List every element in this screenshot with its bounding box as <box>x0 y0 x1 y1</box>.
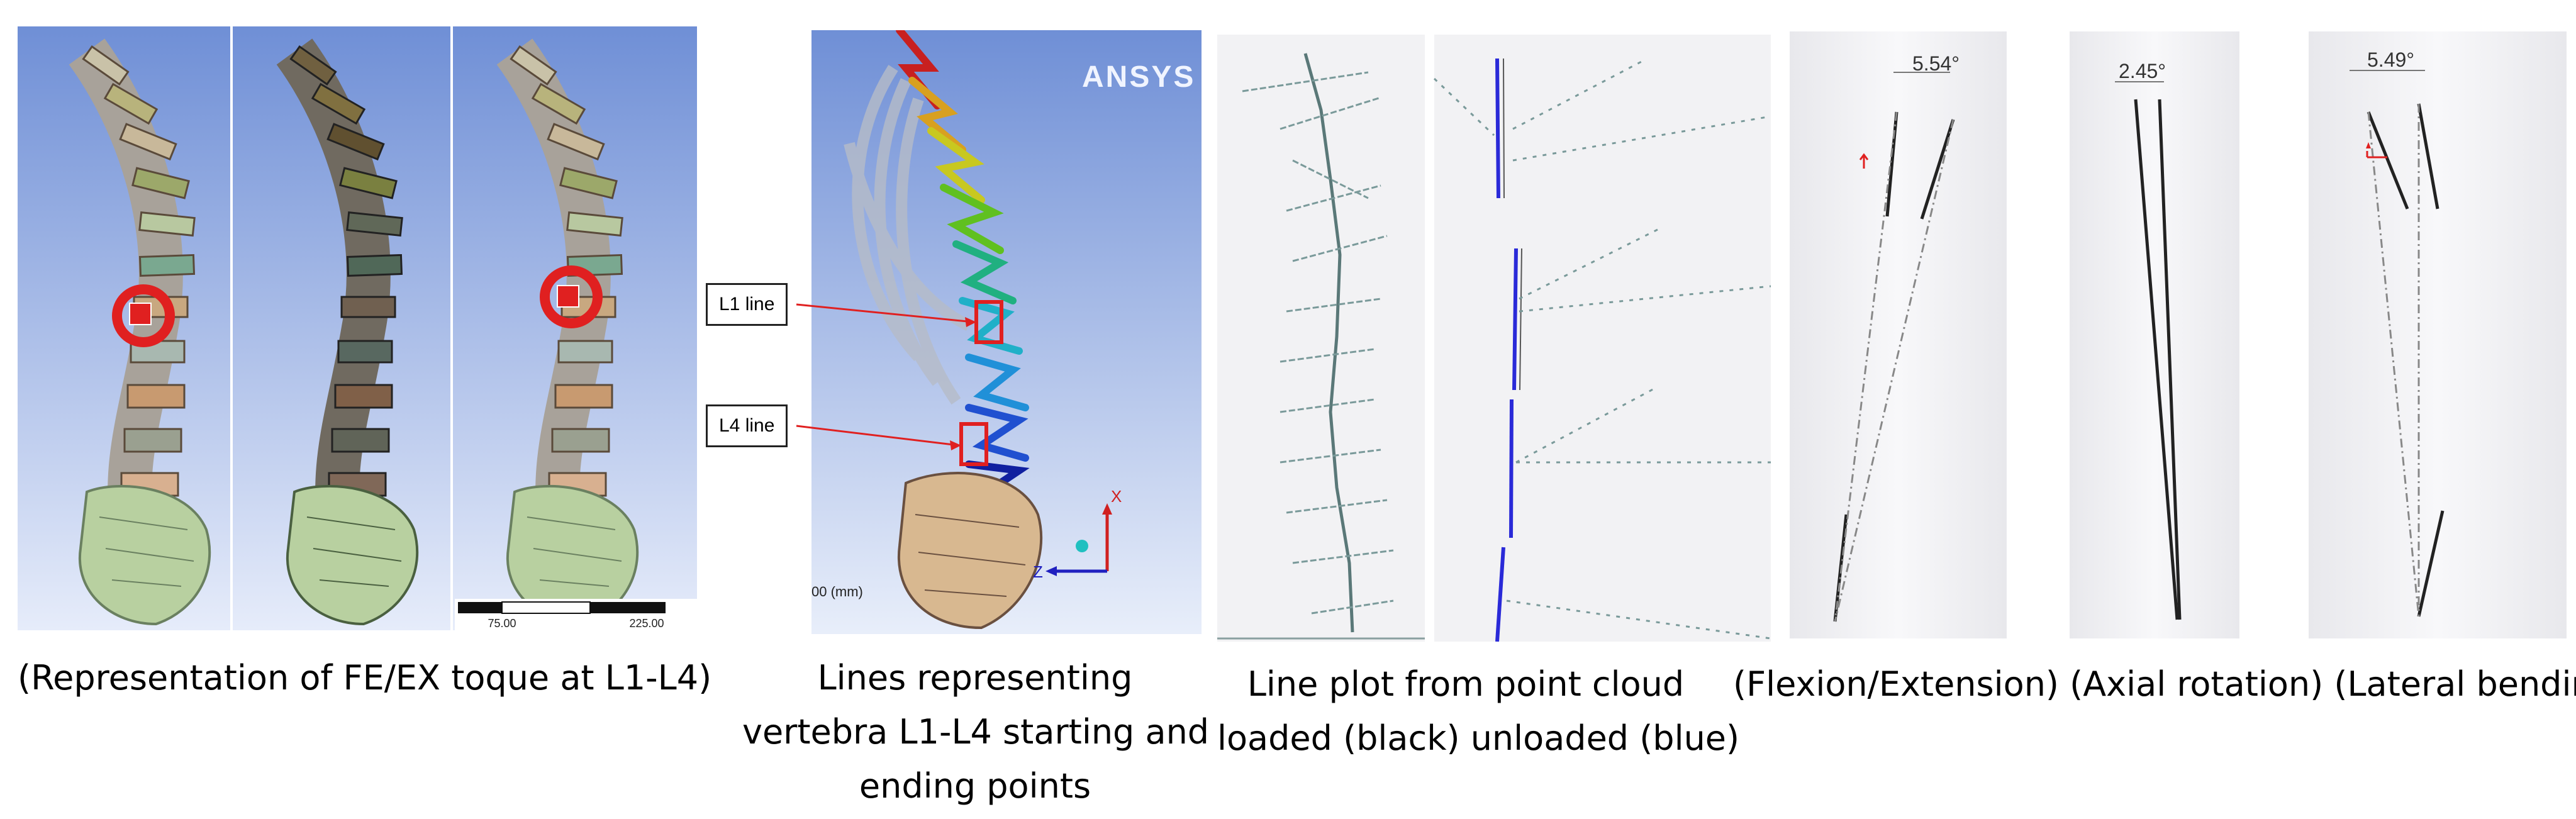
axis-z-label: Z <box>1033 562 1043 581</box>
scale-bar-right-label: 225.00 <box>629 617 664 630</box>
caption-line-plot-line2: loaded (black) unloaded (blue) <box>1217 718 1740 758</box>
scale-bar: 75.00 225.00 <box>455 599 697 630</box>
caption-fe-ex-torque: (Representation of FE/EX toque at L1-L4) <box>18 651 711 705</box>
caption-motion-types-text: (Flexion/Extension) (Axial rotation) (La… <box>1733 664 2576 704</box>
scale-bar-left-label: 75.00 <box>488 617 516 630</box>
flexion-extension-plot: 5.54° <box>1833 52 1960 622</box>
spine-models-panel: 75.00 225.00 <box>18 26 697 630</box>
spine-model-2 <box>276 38 419 626</box>
motion-plots-figure: 5.54° 2.45° 5.49° <box>1790 31 2567 638</box>
ansys-logo: ANSYS <box>1082 60 1196 94</box>
flexion-angle-label: 5.54° <box>1912 52 1960 75</box>
caption-vertebra-lines-line3: ending points <box>859 766 1091 806</box>
caption-fe-ex-torque-text: (Representation of FE/EX toque at L1-L4) <box>18 658 712 698</box>
axis-x-label: X <box>1111 487 1122 506</box>
caption-vertebra-lines-line2: vertebra L1-L4 starting and <box>742 712 1210 752</box>
motion-plots-panel: 5.54° 2.45° 5.49° <box>1790 31 2567 638</box>
ansys-figure: X Z 00 (mm) <box>811 30 1202 634</box>
spine-model-3 <box>496 38 639 626</box>
l4-highlight-box <box>959 422 988 466</box>
point-cloud-panel <box>1217 35 1771 642</box>
l4-line-callout: L4 line <box>706 404 788 447</box>
caption-motion-types: (Flexion/Extension) (Axial rotation) (La… <box>1733 657 2576 711</box>
caption-line-plot: Line plot from point cloud loaded (black… <box>1217 657 1740 766</box>
spine-model-1 <box>69 38 211 626</box>
caption-vertebra-lines: Lines representing vertebra L1-L4 starti… <box>742 651 1210 813</box>
caption-line-plot-line1: Line plot from point cloud <box>1247 664 1685 704</box>
spine-models-figure: 75.00 225.00 <box>18 26 697 630</box>
mm-unit-label: 00 (mm) <box>811 584 863 599</box>
lateral-bending-plot: 5.49° <box>2350 48 2445 617</box>
ansys-panel: X Z 00 (mm) <box>811 30 1202 634</box>
caption-vertebra-lines-line1: Lines representing <box>817 658 1133 698</box>
axial-angle-label: 2.45° <box>2119 60 2166 82</box>
l1-line-callout: L1 line <box>706 283 788 326</box>
axis-triad: X Z <box>1033 487 1122 581</box>
lateral-angle-label: 5.49° <box>2367 48 2414 71</box>
l1-highlight-box <box>974 300 1003 344</box>
axial-rotation-plot: 2.45° <box>2115 60 2182 620</box>
point-cloud-figure <box>1217 35 1771 642</box>
